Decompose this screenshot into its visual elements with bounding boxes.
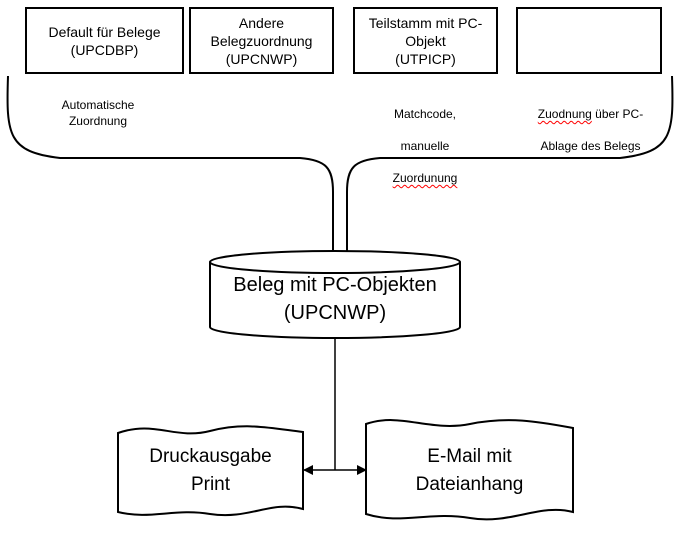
source-box-partial-master: Teilstamm mit PC- Objekt (UTPICP) [353,7,498,74]
output-email-label: E-Mail mit Dateianhang [415,446,524,495]
database-label: Beleg mit PC-Objekten (UPCNWP) [233,274,437,324]
output-print-label: Druckausgabe Print [149,446,272,495]
document-shape-email [365,419,574,521]
caption-pc-storage-line-2: Ablage des Belegs [540,139,641,153]
document-shape-print [117,425,304,517]
caption-pc-storage-word: Zuodnung [537,107,592,121]
caption-matchcode-line-3: Zuordunung [392,171,458,185]
caption-matchcode-line-2: manuelle [400,139,450,153]
source-box-empty [516,7,662,74]
source-box-partial-master-label: Teilstamm mit PC- Objekt (UTPICP) [368,14,483,67]
caption-pc-storage: Zuodnung über PC- Ablage des Belegs [518,90,663,170]
source-box-other-assignment-label: Andere Belegzuordnung (UPCNWP) [210,14,313,67]
caption-matchcode-line-1: Matchcode, [393,107,457,121]
database-cylinder [209,250,461,339]
grouping-brace [6,75,674,252]
caption-pc-storage-line-1: Zuodnung über PC- [518,106,663,122]
source-box-other-assignment: Andere Belegzuordnung (UPCNWP) [189,7,334,74]
source-box-default-label: Default für Belege (UPCDBP) [48,23,161,58]
source-box-default: Default für Belege (UPCDBP) [25,7,184,74]
caption-matchcode: Matchcode, manuelle Zuordunung [365,90,485,186]
caption-automatic-assignment: Automatische Zuordnung [61,98,135,128]
caption-pc-storage-line-1-rest: über PC- [591,107,644,121]
